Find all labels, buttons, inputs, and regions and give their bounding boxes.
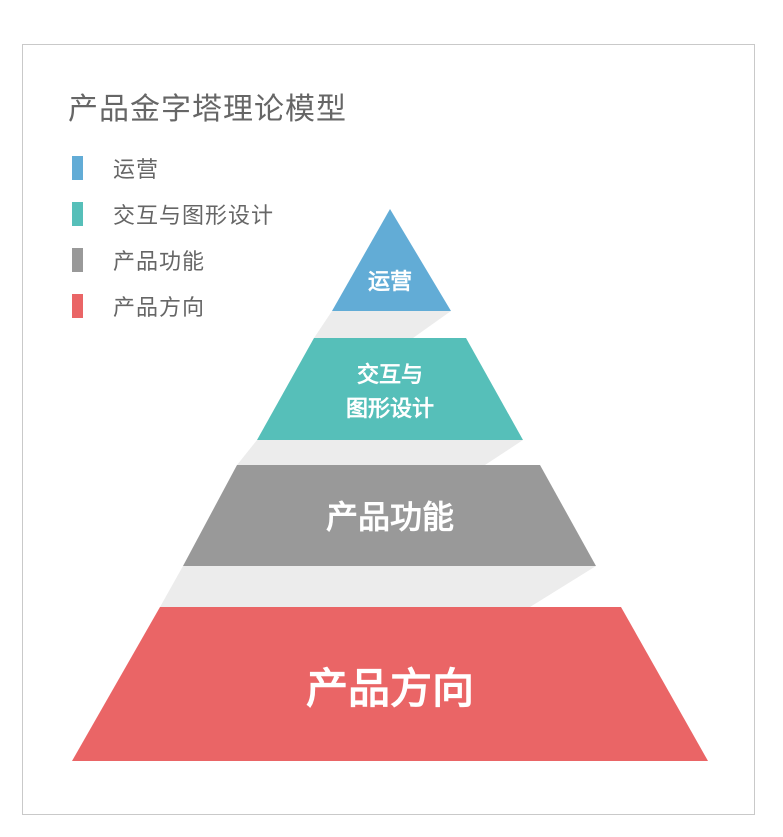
legend-item-product-direction: 产品方向: [72, 293, 206, 321]
legend-item-product-function: 产品功能: [72, 247, 206, 275]
pyramid-level-interaction-design: [257, 338, 523, 440]
pyramid-label-product-function: 产品功能: [326, 498, 454, 536]
legend-label-product-direction: 产品方向: [113, 296, 206, 321]
legend-item-interaction-design: 交互与图形设计: [72, 201, 275, 229]
legend-swatch-product-direction: [72, 294, 83, 318]
legend-label-operations: 运营: [113, 158, 160, 183]
pyramid-label-interaction-design-line1: 交互与: [357, 362, 423, 388]
pyramid-label-product-direction: 产品方向: [306, 664, 474, 713]
pyramid-level-product-direction: [72, 607, 708, 761]
pyramid-level-product-function: [183, 465, 596, 566]
diagram-title: 产品金字塔理论模型: [68, 92, 347, 127]
legend-swatch-operations: [72, 156, 83, 180]
legend-item-operations: 运营: [72, 155, 160, 183]
legend-swatch-interaction-design: [72, 202, 83, 226]
legend-label-product-function: 产品功能: [113, 250, 206, 275]
legend-label-interaction-design: 交互与图形设计: [113, 204, 275, 229]
pyramid-shadow-2: [237, 440, 523, 465]
pyramid-label-interaction-design-line2: 图形设计: [346, 397, 434, 422]
pyramid-level-operations: [332, 209, 451, 311]
legend-swatch-product-function: [72, 248, 83, 272]
pyramid-shadow-1: [314, 311, 451, 338]
pyramid-shadow-3: [160, 566, 596, 607]
pyramid-label-operations: 运营: [368, 270, 412, 295]
